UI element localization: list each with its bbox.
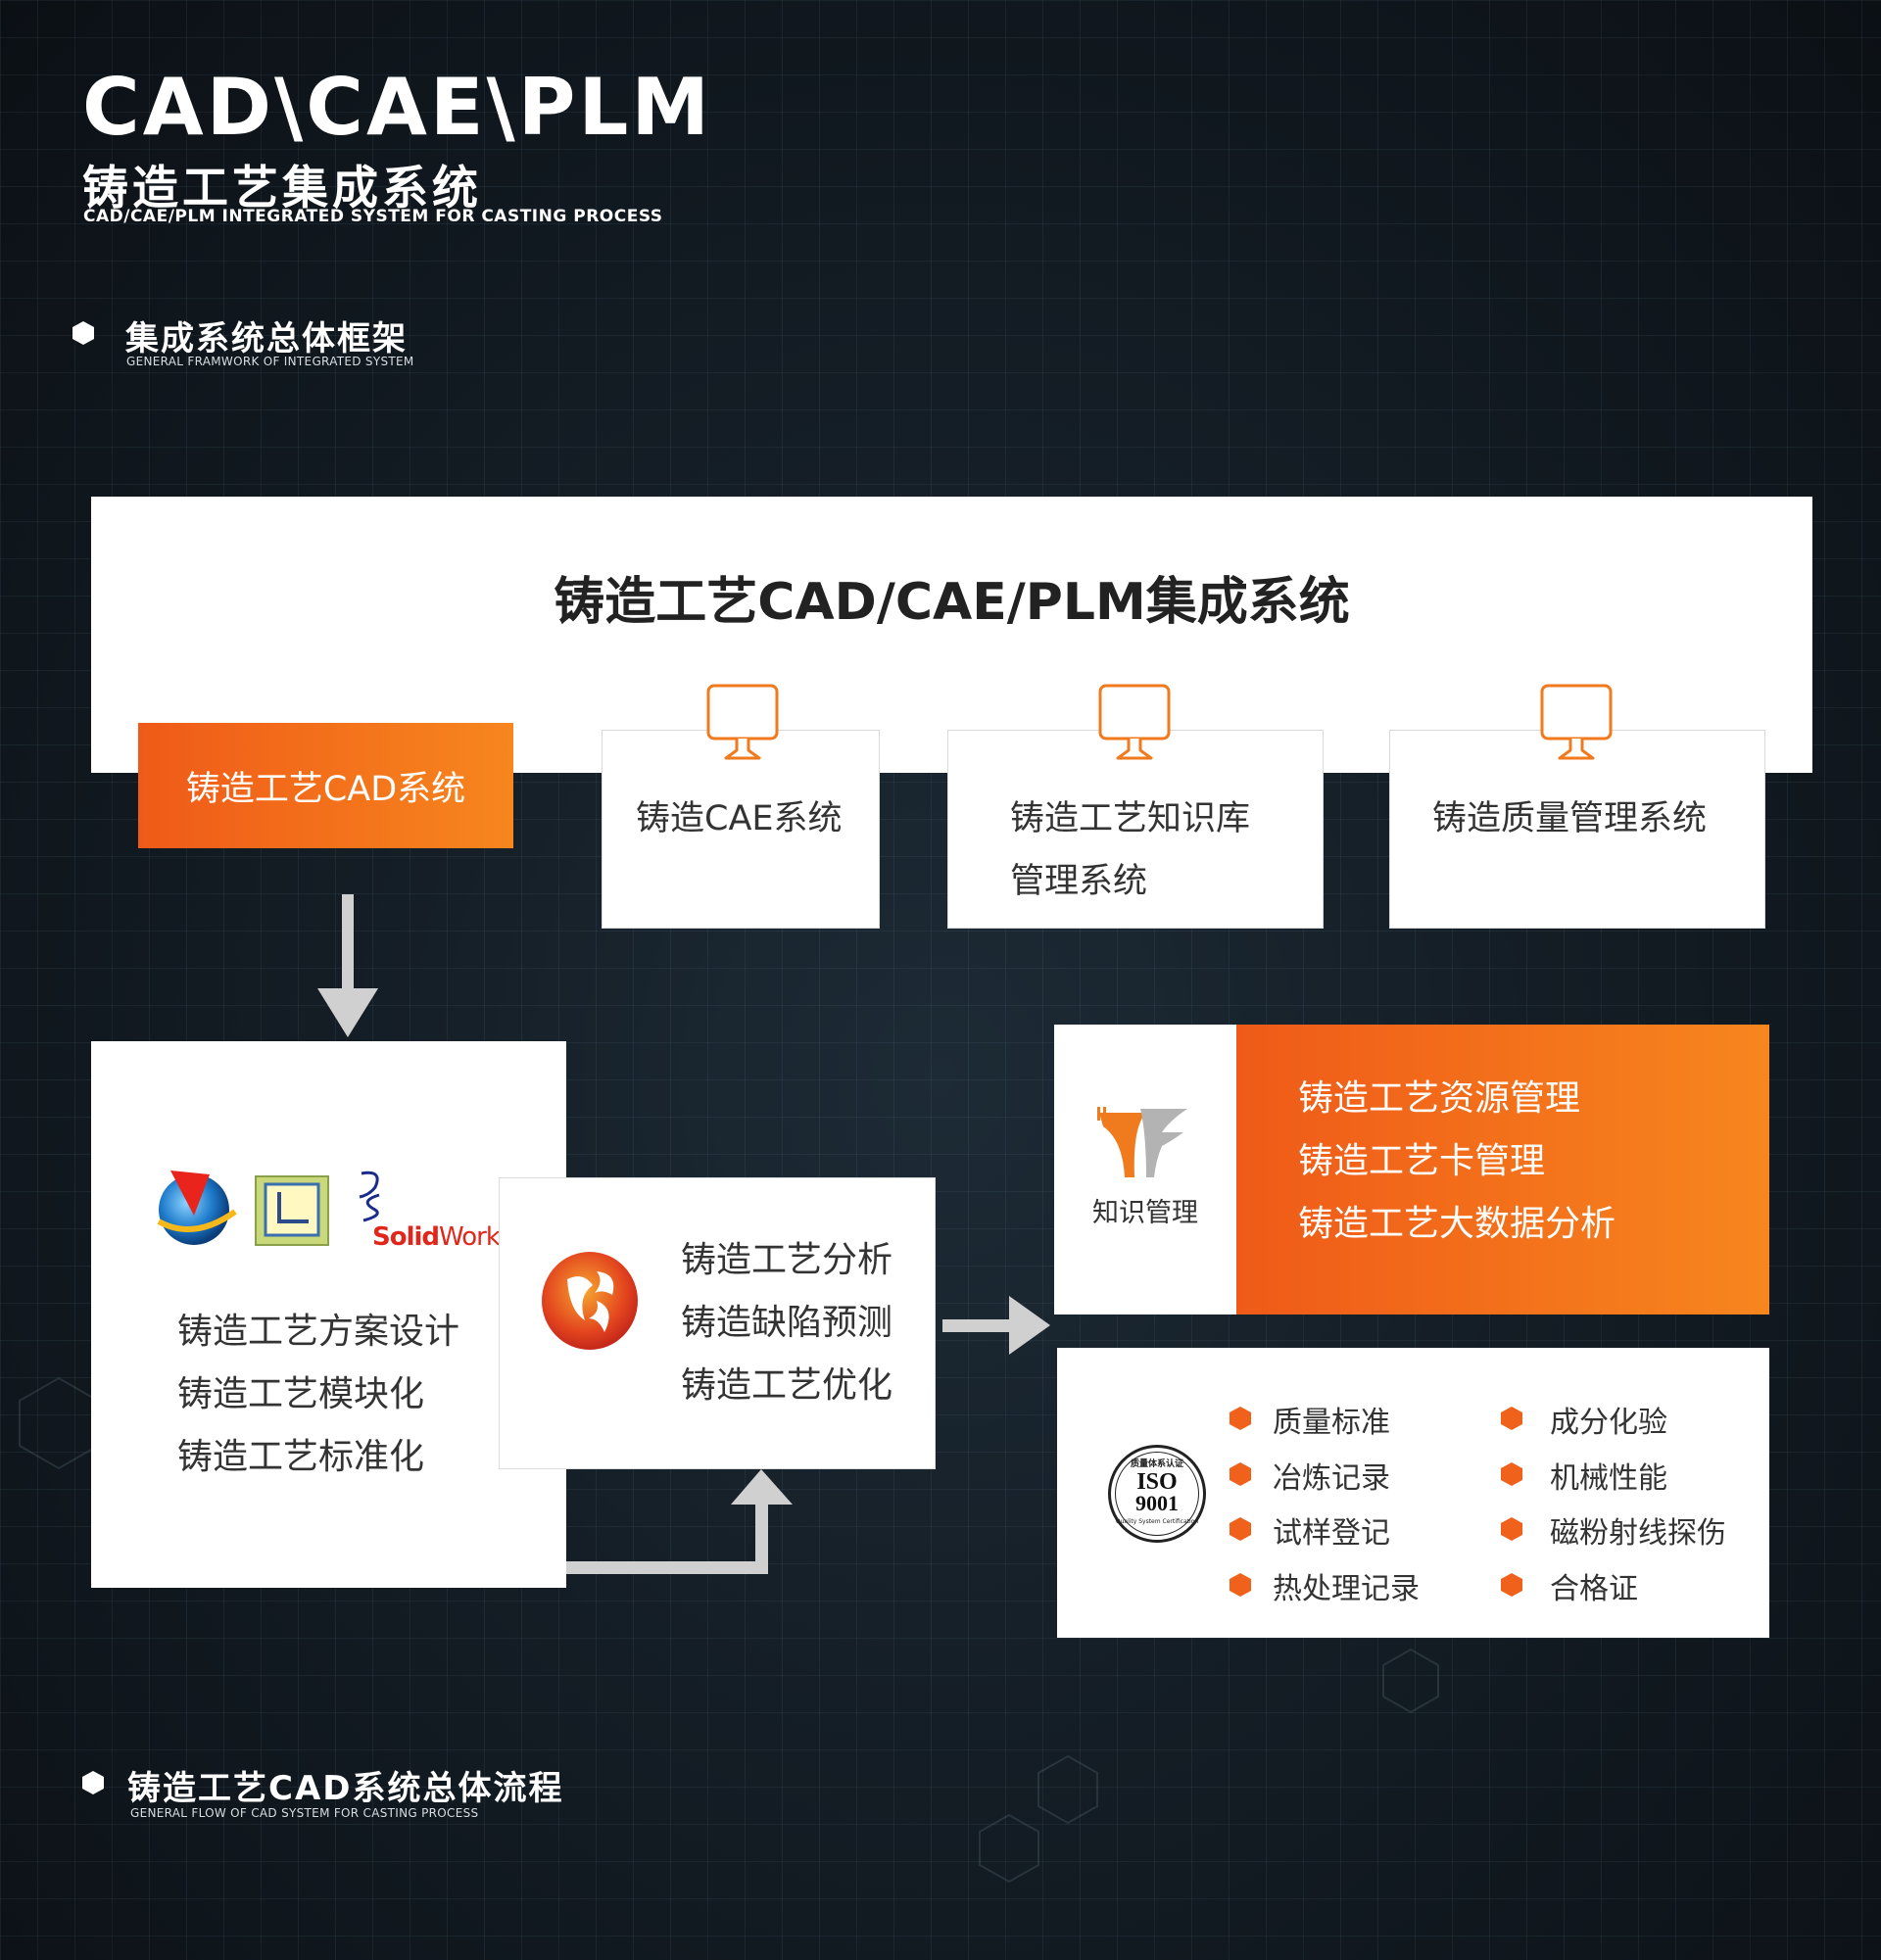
list-item: 成分化验 xyxy=(1550,1406,1667,1440)
bullet-icon xyxy=(1230,1517,1251,1541)
section1-title: 集成系统总体框架 xyxy=(125,319,408,359)
down-arrow-icon xyxy=(317,894,378,1037)
list-item: 铸造工艺分析 xyxy=(681,1240,893,1280)
section2-bullet-icon xyxy=(82,1771,104,1794)
list-item: 铸造工艺资源管理 xyxy=(1298,1078,1581,1119)
monitor-icon xyxy=(706,684,779,760)
list-item: 合格证 xyxy=(1550,1572,1638,1606)
right-arrow-icon xyxy=(942,1296,1050,1355)
monitor-icon xyxy=(1098,684,1171,760)
list-item: 铸造工艺标准化 xyxy=(177,1437,425,1477)
list-item: 机械性能 xyxy=(1550,1461,1667,1496)
bullet-icon xyxy=(1230,1407,1251,1430)
bullet-icon xyxy=(1501,1407,1522,1430)
list-item: 热处理记录 xyxy=(1273,1572,1420,1606)
monitor-icon xyxy=(1540,684,1613,760)
list-item: 磁粉射线探伤 xyxy=(1550,1516,1726,1551)
solidworks-logo-text: SolidWorks xyxy=(372,1222,512,1252)
knowledge-label: 知识管理 xyxy=(1092,1198,1198,1228)
bullet-icon xyxy=(1501,1462,1522,1486)
list-item: 铸造工艺模块化 xyxy=(177,1374,425,1414)
knowledge-system-label-line1: 铸造工艺知识库 xyxy=(1010,799,1251,838)
cad-system-box: 铸造工艺CAD系统 xyxy=(138,723,513,848)
bullet-icon xyxy=(1230,1573,1251,1597)
framework-title: 铸造工艺CAD/CAE/PLM集成系统 xyxy=(554,573,1350,632)
bullet-icon xyxy=(1230,1462,1251,1486)
globe-logo-icon xyxy=(157,1171,237,1245)
cad-detail-list: 铸造工艺方案设计 铸造工艺模块化 铸造工艺标准化 xyxy=(177,1301,459,1489)
list-item: 铸造工艺方案设计 xyxy=(177,1312,460,1352)
up-arrow-icon xyxy=(566,1469,793,1574)
cae-system-label: 铸造CAE系统 xyxy=(636,799,843,838)
cae-logo-icon xyxy=(542,1252,638,1350)
knowledge-items-panel xyxy=(1236,1025,1769,1315)
list-item: 铸造缺陷预测 xyxy=(681,1303,893,1343)
knowledge-logo-icon xyxy=(1097,1107,1187,1177)
list-item: 试样登记 xyxy=(1273,1516,1390,1551)
section2-title: 铸造工艺CAD系统总体流程 xyxy=(127,1769,564,1808)
bullet-icon xyxy=(1501,1517,1522,1541)
ds-logo-icon xyxy=(359,1171,380,1222)
knowledge-system-label-line2: 管理系统 xyxy=(1010,862,1148,901)
list-item: 铸造工艺卡管理 xyxy=(1298,1141,1546,1181)
quality-system-label: 铸造质量管理系统 xyxy=(1432,799,1708,838)
list-item: 铸造工艺优化 xyxy=(681,1365,893,1406)
page-subtitle: 铸造工艺集成系统 xyxy=(82,162,482,215)
section1-subtitle-en: GENERAL FRAMWORK OF INTEGRATED SYSTEM xyxy=(126,355,414,368)
page-subtitle-en: CAD/CAE/PLM INTEGRATED SYSTEM FOR CASTIN… xyxy=(83,207,663,226)
page-title: CAD\CAE\PLM xyxy=(82,62,712,153)
bullet-icon xyxy=(1501,1573,1522,1597)
knowledge-logo-panel xyxy=(1054,1025,1236,1315)
section1-bullet-icon xyxy=(72,321,94,345)
section2-subtitle-en: GENERAL FLOW OF CAD SYSTEM FOR CASTING P… xyxy=(130,1806,479,1820)
iso-badge-icon: 质量体系认证 ISO 9001 Quality System Certifica… xyxy=(1108,1445,1206,1543)
knowledge-list: 铸造工艺资源管理 铸造工艺卡管理 铸造工艺大数据分析 xyxy=(1298,1068,1616,1256)
square-logo-icon xyxy=(255,1175,329,1246)
list-item: 质量标准 xyxy=(1273,1406,1390,1440)
cae-system-box xyxy=(602,730,880,929)
cae-detail-list: 铸造工艺分析 铸造缺陷预测 铸造工艺优化 xyxy=(681,1229,892,1417)
list-item: 冶炼记录 xyxy=(1273,1461,1390,1496)
list-item: 铸造工艺大数据分析 xyxy=(1298,1204,1616,1244)
cad-system-label: 铸造工艺CAD系统 xyxy=(185,769,466,809)
quality-system-box xyxy=(1389,730,1765,929)
cad-detail-panel xyxy=(91,1041,566,1588)
knowledge-system-box xyxy=(947,730,1324,929)
